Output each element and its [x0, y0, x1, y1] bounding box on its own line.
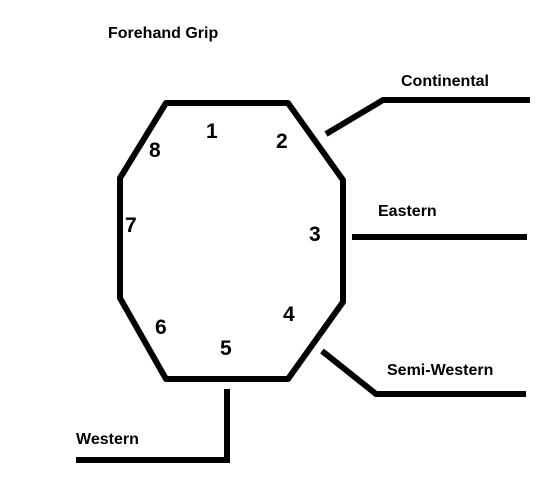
- western-label: Western: [76, 431, 139, 448]
- semi-western-label: Semi-Western: [387, 362, 493, 379]
- bevel-number-5: 5: [220, 337, 232, 360]
- bevel-number-8: 8: [149, 139, 161, 162]
- bevel-number-1: 1: [206, 120, 218, 143]
- diagram-title: Forehand Grip: [108, 25, 218, 42]
- bevel-number-3: 3: [309, 223, 321, 246]
- bevel-number-4: 4: [283, 303, 295, 326]
- eastern-label: Eastern: [378, 203, 437, 220]
- continental-label: Continental: [401, 73, 489, 90]
- semi-western-pointer-line: [320, 348, 526, 397]
- racket-handle-octagon: [117, 100, 346, 382]
- western-pointer-line: [76, 389, 230, 463]
- bevel-number-6: 6: [155, 316, 167, 339]
- bevel-number-2: 2: [276, 130, 288, 153]
- bevel-number-7: 7: [125, 214, 137, 237]
- continental-pointer-line: [324, 97, 530, 137]
